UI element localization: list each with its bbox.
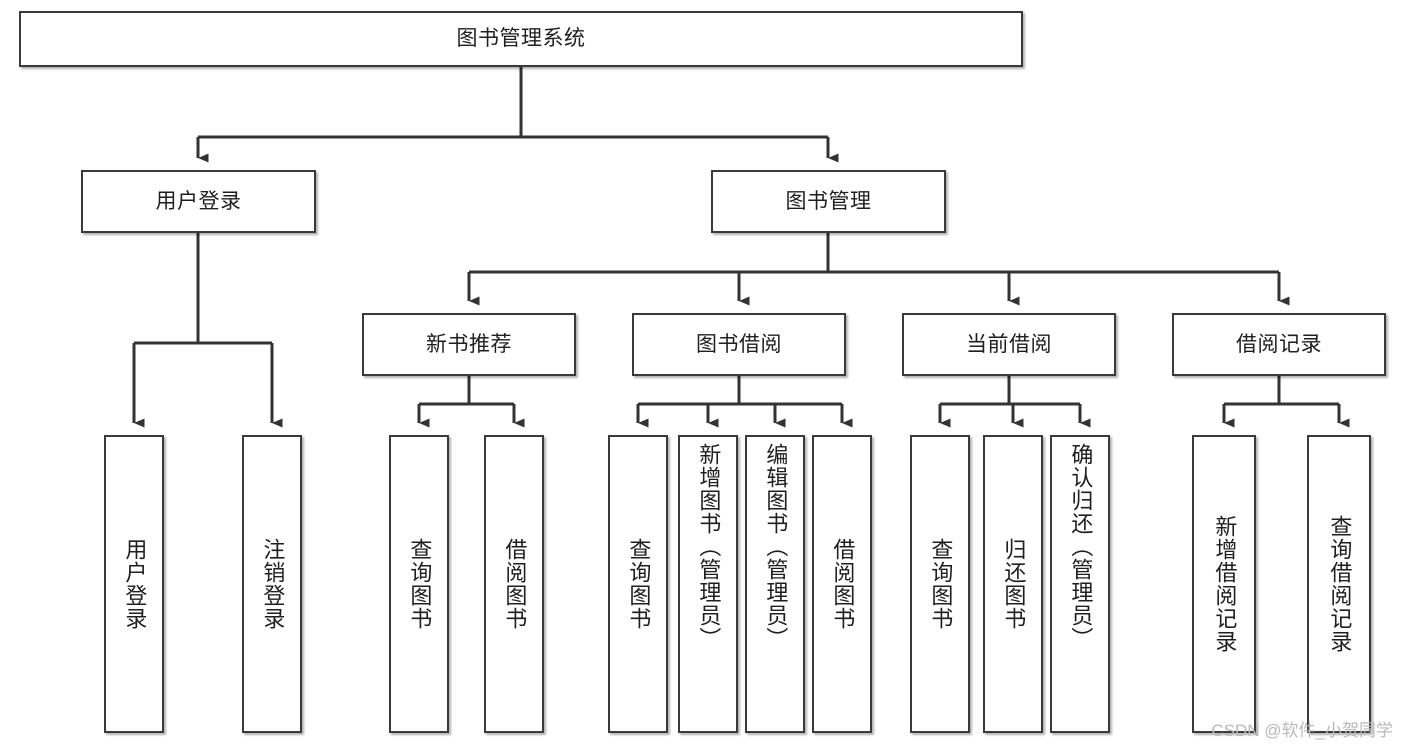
node-leaf-user-logout-label: 注销登录: [260, 538, 286, 630]
node-new-book-rec-label: 新书推荐: [426, 332, 512, 356]
node-leaf-query-record[interactable]: 查询借阅记录: [1307, 435, 1371, 733]
node-leaf-user-logout[interactable]: 注销登录: [242, 435, 302, 733]
node-leaf-query-book-1[interactable]: 查询图书: [389, 435, 449, 733]
node-leaf-user-login[interactable]: 用户登录: [104, 435, 164, 733]
node-leaf-return-book-label: 归还图书: [1001, 538, 1027, 630]
node-current-borrow[interactable]: 当前借阅: [902, 313, 1116, 376]
node-current-borrow-label: 当前借阅: [966, 332, 1052, 356]
node-leaf-user-login-label: 用户登录: [122, 538, 148, 630]
node-leaf-query-book-3-label: 查询图书: [928, 538, 954, 630]
node-leaf-add-book-label: 新增图书（管理员）: [696, 443, 722, 650]
node-leaf-edit-book[interactable]: 编辑图书（管理员）: [745, 435, 805, 733]
node-leaf-query-book-2-label: 查询图书: [626, 538, 652, 630]
node-leaf-confirm-return[interactable]: 确认归还（管理员）: [1050, 435, 1110, 733]
node-borrow-record[interactable]: 借阅记录: [1172, 313, 1386, 376]
node-book-borrow[interactable]: 图书借阅: [632, 313, 846, 376]
node-leaf-query-book-2[interactable]: 查询图书: [608, 435, 668, 733]
node-user-login[interactable]: 用户登录: [81, 170, 316, 233]
node-leaf-query-record-label: 查询借阅记录: [1327, 515, 1353, 653]
node-root[interactable]: 图书管理系统: [19, 11, 1023, 67]
node-leaf-add-book[interactable]: 新增图书（管理员）: [678, 435, 738, 733]
node-leaf-query-book-1-label: 查询图书: [407, 538, 433, 630]
node-leaf-confirm-return-label: 确认归还（管理员）: [1068, 443, 1094, 650]
node-user-login-label: 用户登录: [155, 189, 242, 213]
node-book-manage[interactable]: 图书管理: [711, 170, 946, 233]
node-borrow-record-label: 借阅记录: [1236, 332, 1322, 356]
node-leaf-borrow-book-2-label: 借阅图书: [830, 538, 856, 630]
node-leaf-return-book[interactable]: 归还图书: [983, 435, 1043, 733]
node-leaf-add-record[interactable]: 新增借阅记录: [1192, 435, 1256, 733]
node-leaf-query-book-3[interactable]: 查询图书: [910, 435, 970, 733]
node-leaf-borrow-book-2[interactable]: 借阅图书: [812, 435, 872, 733]
node-leaf-borrow-book-1-label: 借阅图书: [502, 538, 528, 630]
node-book-manage-label: 图书管理: [785, 189, 872, 213]
node-root-label: 图书管理系统: [456, 27, 586, 51]
node-leaf-add-record-label: 新增借阅记录: [1212, 515, 1238, 653]
node-new-book-rec[interactable]: 新书推荐: [362, 313, 576, 376]
node-book-borrow-label: 图书借阅: [696, 332, 782, 356]
node-leaf-borrow-book-1[interactable]: 借阅图书: [484, 435, 544, 733]
node-leaf-edit-book-label: 编辑图书（管理员）: [763, 443, 789, 650]
